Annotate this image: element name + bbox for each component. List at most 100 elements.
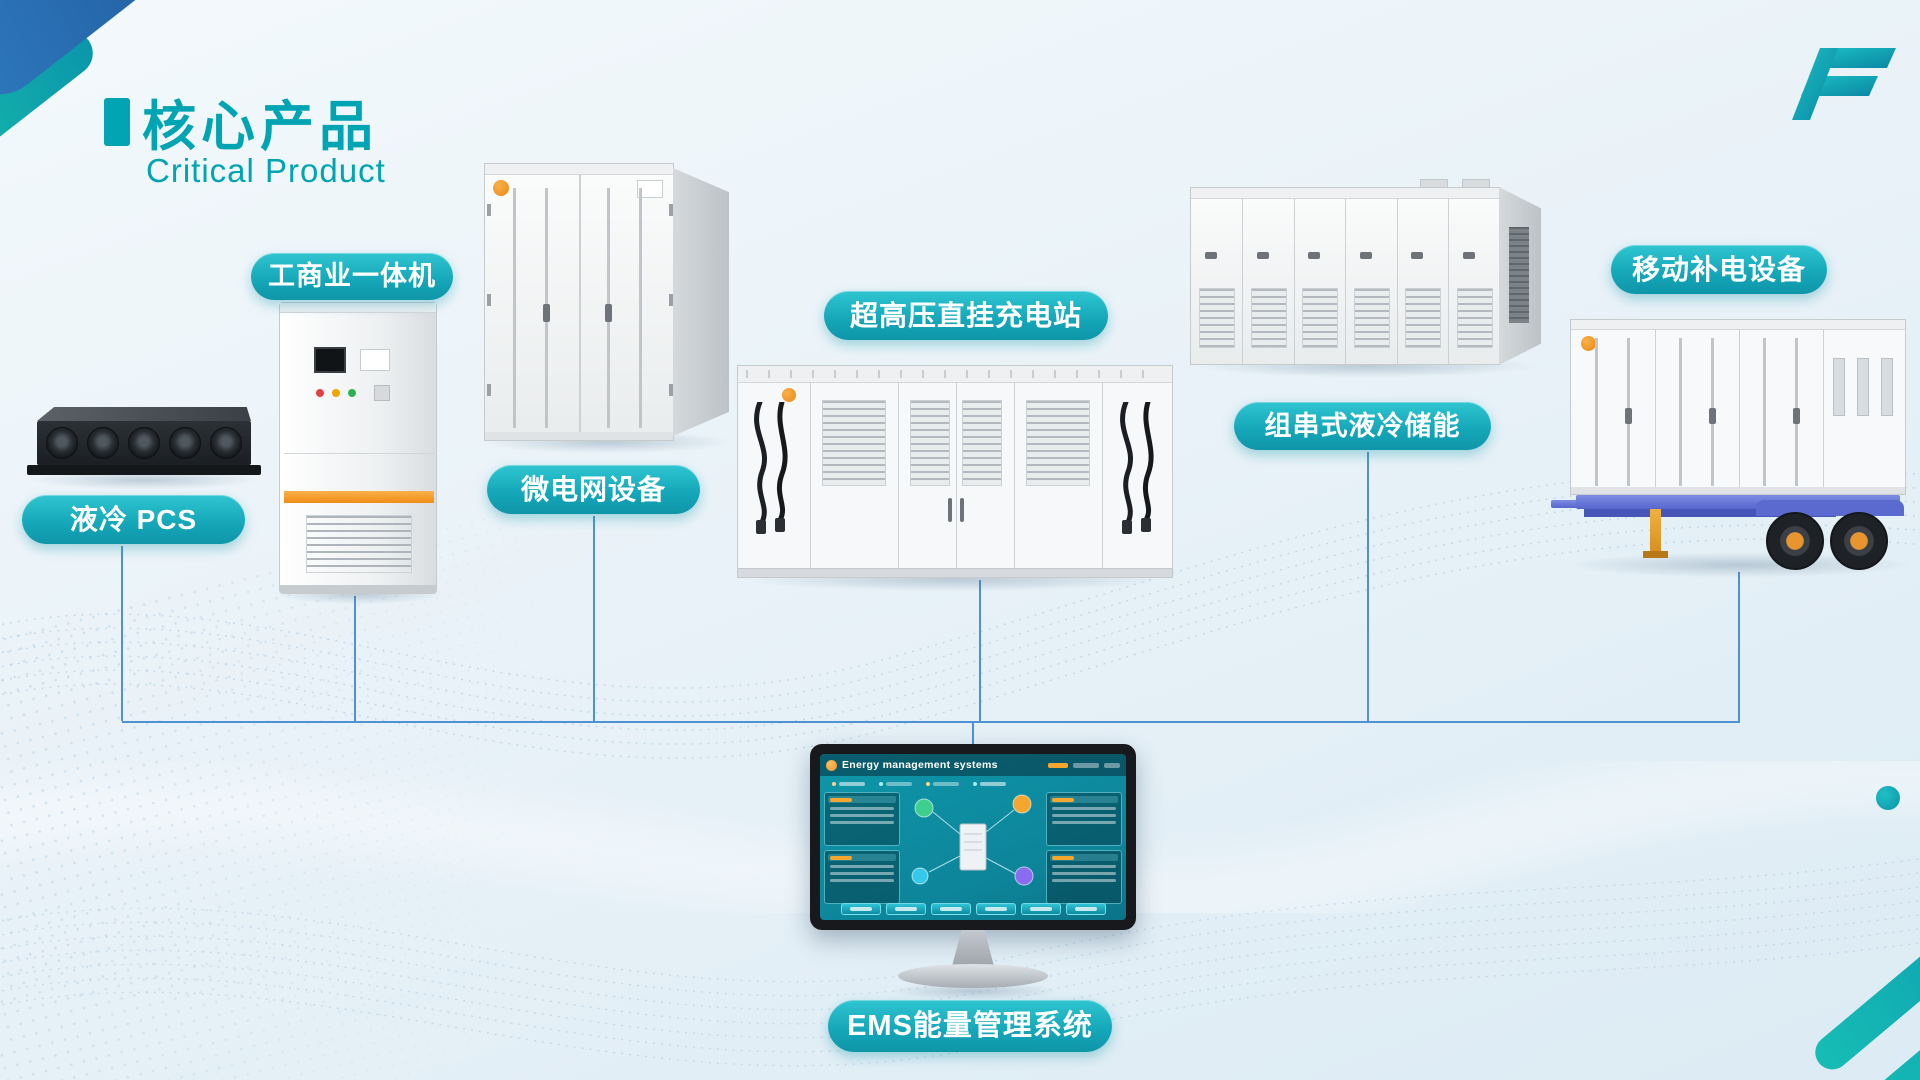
door-seam xyxy=(1397,198,1398,366)
connector-vertical xyxy=(1367,452,1369,721)
door-seam xyxy=(1294,198,1295,366)
indicator-red xyxy=(316,389,324,397)
ems-panel xyxy=(824,850,900,904)
door-seam xyxy=(1823,329,1824,489)
door-handle xyxy=(543,304,550,322)
cabinet-base xyxy=(280,585,436,593)
microgrid-container xyxy=(484,157,729,443)
mode-item xyxy=(926,782,959,786)
ess-side xyxy=(1499,187,1541,365)
label-all-in-one: 工商业一体机 xyxy=(251,253,453,300)
cabinet-all-in-one xyxy=(279,302,437,594)
page-title: 核心产品 xyxy=(142,97,378,157)
door-seam xyxy=(579,174,581,434)
ems-panel xyxy=(1046,850,1122,904)
door-hinge xyxy=(487,204,491,216)
mode-item xyxy=(973,782,1006,786)
trailer-rail xyxy=(1584,509,1836,517)
pcs-top-face xyxy=(37,407,251,421)
ems-button xyxy=(975,903,1016,915)
connector-vertical xyxy=(121,546,123,721)
mode-item xyxy=(879,782,912,786)
trailer-wheel xyxy=(1830,512,1888,570)
brand-dot-icon xyxy=(1581,336,1596,351)
landing-leg xyxy=(1650,509,1661,553)
charging-cables-right xyxy=(1120,402,1154,534)
monitor-stand-base xyxy=(898,964,1048,988)
ems-logo-icon xyxy=(826,759,837,771)
header-chip xyxy=(1104,762,1120,768)
ems-button-row xyxy=(820,903,1126,915)
accent-dot xyxy=(1876,786,1900,810)
door-seam xyxy=(1655,329,1656,489)
cabinet-vent-grille xyxy=(306,515,412,573)
door-seam xyxy=(810,382,811,571)
fan-icon xyxy=(46,427,78,459)
trailer-hitch xyxy=(1551,500,1581,508)
vent-louver xyxy=(822,400,886,486)
door-lock-rod xyxy=(1763,338,1766,486)
door-handle xyxy=(1463,252,1475,259)
side-vent xyxy=(1509,227,1529,323)
fan-icon xyxy=(210,427,242,459)
landing-foot xyxy=(1643,551,1668,558)
door-handle xyxy=(1257,252,1269,259)
cabinet-seam xyxy=(284,453,434,454)
door-handle xyxy=(1625,408,1632,424)
label-mobile: 移动补电设备 xyxy=(1611,245,1827,294)
door-seam xyxy=(898,382,899,571)
door-hinge xyxy=(669,294,673,306)
door-handle xyxy=(1205,252,1217,259)
indicator-amber xyxy=(332,389,340,397)
ems-panel xyxy=(824,792,900,846)
vent-louver xyxy=(1457,288,1493,348)
mobile-unit xyxy=(1551,309,1920,573)
charging-top-band xyxy=(738,366,1172,383)
cabinet-top-band xyxy=(280,303,436,313)
door-handle xyxy=(1411,252,1423,259)
fan-icon xyxy=(169,427,201,459)
door-handle xyxy=(1709,408,1716,424)
fan-icon xyxy=(128,427,160,459)
wheel-fender xyxy=(1756,500,1904,516)
shadow xyxy=(886,982,1062,1000)
connector-vertical xyxy=(593,516,595,721)
ems-title: Energy management systems xyxy=(842,759,998,771)
brand-logo-icon xyxy=(1792,48,1896,120)
vent-louver xyxy=(1405,288,1441,348)
microgrid-front xyxy=(484,163,674,441)
microgrid-label-plate xyxy=(637,180,663,198)
door-seam xyxy=(1242,198,1243,366)
cabinet-display xyxy=(314,347,346,373)
ems-button xyxy=(1020,903,1061,915)
door-handle xyxy=(948,498,952,522)
door-handle xyxy=(1793,408,1800,424)
vent-louver xyxy=(1199,288,1235,348)
ems-mode-row xyxy=(820,778,1126,790)
door-hinge xyxy=(669,384,673,396)
brand-dot-icon xyxy=(782,388,796,402)
pcs-front-panel xyxy=(37,421,251,465)
door-seam xyxy=(1345,198,1346,366)
vent-louver xyxy=(962,400,1002,486)
page-subtitle: Critical Product xyxy=(146,152,386,189)
ess-front xyxy=(1190,187,1500,366)
door-handle xyxy=(1360,252,1372,259)
ems-button xyxy=(930,903,971,915)
mobile-bottom-band xyxy=(1571,487,1905,494)
ems-flow-diagram xyxy=(911,794,1034,886)
door-lock-rod xyxy=(1679,338,1682,486)
label-pcs: 液冷 PCS xyxy=(22,495,245,544)
ems-header-bar: Energy management systems xyxy=(820,754,1126,776)
label-ems: EMS能量管理系统 xyxy=(828,1000,1112,1052)
header-chip xyxy=(1073,762,1099,768)
cabinet-label-plate xyxy=(360,349,390,371)
fan-icon xyxy=(87,427,119,459)
cabinet-button xyxy=(374,385,390,401)
pcs-mounting-bracket xyxy=(27,465,261,475)
ems-panel xyxy=(1046,792,1122,846)
header-chip xyxy=(1048,762,1068,768)
mobile-top-band xyxy=(1571,320,1905,330)
ems-screen: Energy management systems xyxy=(820,754,1126,920)
